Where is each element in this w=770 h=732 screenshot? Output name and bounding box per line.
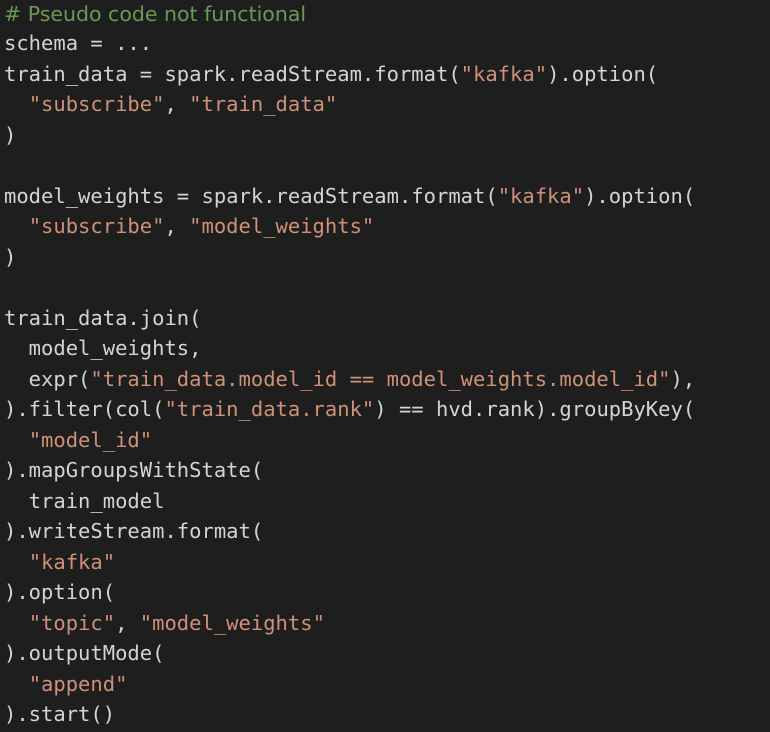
code-line: "subscribe", "train_data" [4, 89, 770, 120]
code-token [4, 428, 29, 452]
code-token: ).option( [4, 580, 116, 604]
code-token: schema = ... [4, 31, 153, 55]
code-token: train_model [4, 488, 165, 513]
code-line: "append" [4, 669, 770, 700]
string-literal: "train_data" [189, 92, 338, 116]
code-line: ).writeStream.format( [4, 516, 770, 547]
code-line: ).option( [4, 577, 770, 608]
code-line: expr("train_data.model_id == model_weigh… [4, 364, 770, 395]
code-token: ).writeStream.format( [4, 519, 264, 543]
code-block: # Pseudo code not functional schema = ...… [4, 0, 770, 730]
code-line: "model_id" [4, 425, 770, 456]
code-token: ).option( [547, 61, 659, 86]
code-line [4, 150, 770, 181]
string-literal: "subscribe" [28, 214, 165, 238]
code-token: ).option( [584, 183, 696, 208]
code-line: train_model [4, 486, 770, 517]
code-token: ) [4, 122, 17, 147]
code-token [4, 92, 29, 116]
code-line: model_weights = spark.readStream.format(… [4, 181, 770, 212]
code-line: train_data.join( [4, 303, 770, 334]
string-literal: "append" [28, 671, 128, 696]
code-token: ).mapGroupsWithState( [4, 458, 264, 482]
code-line: schema = ... [4, 28, 770, 59]
code-line: ) [4, 242, 770, 273]
code-line: ).start() [4, 699, 770, 730]
code-token [4, 611, 29, 635]
string-literal: "model_id" [28, 427, 153, 452]
code-token: model_weights, [4, 336, 202, 360]
code-token: ).outputMode( [4, 641, 165, 665]
code-token: train_data.join( [4, 305, 202, 330]
code-line: ).mapGroupsWithState( [4, 455, 770, 486]
code-line: "topic", "model_weights" [4, 608, 770, 639]
string-literal: "model_weights" [189, 214, 375, 238]
code-token: expr( [4, 366, 91, 391]
code-token: ) [4, 244, 17, 269]
string-literal: "kafka" [28, 549, 116, 574]
code-token [4, 672, 29, 696]
code-token [4, 550, 29, 574]
code-token: train_data = spark.readStream.format( [4, 61, 461, 86]
code-line: model_weights, [4, 333, 770, 364]
code-line: "subscribe", "model_weights" [4, 211, 770, 242]
code-line: ).filter(col("train_data.rank") == hvd.r… [4, 394, 770, 425]
code-line [4, 272, 770, 303]
string-literal: "model_weights" [139, 610, 325, 635]
string-literal: "subscribe" [28, 92, 165, 116]
string-literal: "train_data.model_id == model_weights.mo… [90, 366, 671, 391]
code-line: ) [4, 120, 770, 151]
code-comment: # Pseudo code not functional [4, 2, 307, 26]
code-line: # Pseudo code not functional [4, 0, 770, 28]
code-token [4, 214, 29, 238]
code-line: ).outputMode( [4, 638, 770, 669]
string-literal: "topic" [28, 610, 116, 635]
code-token: ), [670, 366, 696, 391]
code-token: , [164, 92, 190, 116]
code-token: , [115, 610, 140, 635]
string-literal: "kafka" [497, 183, 585, 208]
code-token: , [164, 214, 190, 238]
code-token: ).start() [4, 702, 116, 726]
code-token: ) == hvd.rank).groupByKey( [374, 397, 696, 421]
code-token: model_weights = spark.readStream.format( [4, 183, 498, 208]
string-literal: "train_data.rank" [164, 397, 375, 421]
string-literal: "kafka" [460, 61, 548, 86]
code-line: train_data = spark.readStream.format("ka… [4, 59, 770, 90]
code-line: "kafka" [4, 547, 770, 578]
code-token: ).filter(col( [4, 397, 165, 421]
